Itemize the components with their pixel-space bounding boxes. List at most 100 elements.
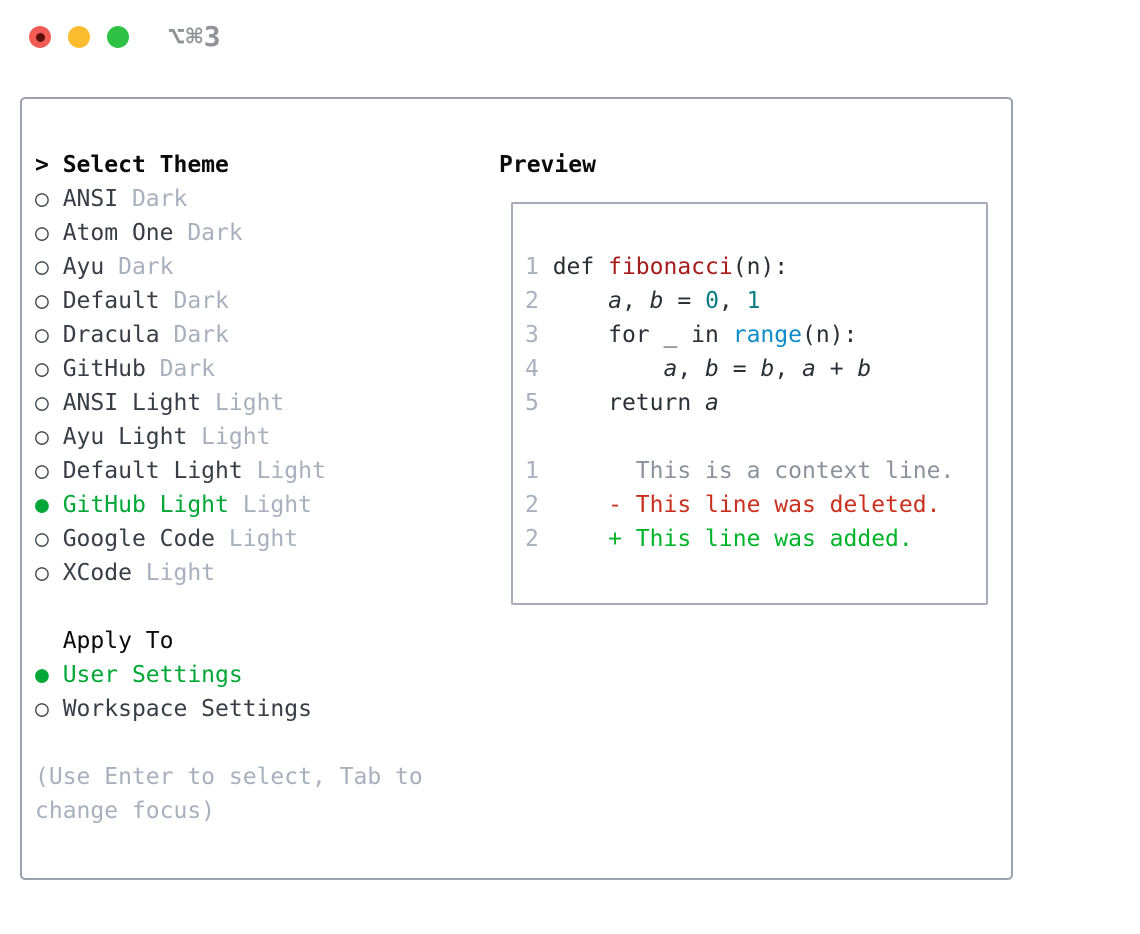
titlebar: ⌥⌘3 bbox=[29, 23, 222, 51]
radio-selected-icon: ● bbox=[35, 662, 63, 688]
code-line: 2 a, b = 0, 1 bbox=[525, 284, 986, 318]
theme-option-ansi-light[interactable]: ○ ANSI Light Light bbox=[35, 386, 423, 420]
theme-option-atom-one[interactable]: ○ Atom One Dark bbox=[35, 216, 423, 250]
code-line: 4 a, b = b, a + b bbox=[525, 352, 986, 386]
line-number: 4 bbox=[525, 356, 553, 382]
close-button[interactable] bbox=[29, 26, 51, 48]
prompt-icon: > bbox=[35, 152, 63, 178]
apply-option-workspace-settings[interactable]: ○ Workspace Settings bbox=[35, 692, 423, 726]
radio-unselected-icon: ○ bbox=[35, 220, 63, 246]
code-segment: , bbox=[718, 288, 747, 314]
theme-variant-tag: Dark bbox=[145, 356, 216, 382]
theme-variant-tag: Light bbox=[201, 390, 285, 416]
theme-option-dracula[interactable]: ○ Dracula Dark bbox=[35, 318, 423, 352]
theme-label: ANSI bbox=[62, 186, 119, 212]
theme-label: Dracula bbox=[62, 322, 160, 348]
apply-option-label: Workspace Settings bbox=[62, 696, 312, 722]
preview-heading: Preview bbox=[499, 152, 596, 178]
theme-variant-tag: Dark bbox=[159, 322, 229, 348]
hint-line-2: change focus) bbox=[35, 798, 216, 824]
code-segment: , bbox=[621, 288, 650, 314]
radio-unselected-icon: ○ bbox=[35, 696, 63, 722]
code-segment: = bbox=[718, 356, 761, 382]
apply-to-heading: Apply To bbox=[62, 628, 174, 654]
line-number: 2 bbox=[525, 492, 553, 518]
radio-unselected-icon: ○ bbox=[35, 526, 63, 552]
radio-unselected-icon: ○ bbox=[35, 458, 63, 484]
spacer bbox=[35, 726, 423, 760]
radio-unselected-icon: ○ bbox=[35, 560, 63, 586]
theme-label: XCode bbox=[62, 560, 132, 586]
theme-option-ayu-light[interactable]: ○ Ayu Light Light bbox=[35, 420, 423, 454]
theme-option-default[interactable]: ○ Default Dark bbox=[35, 284, 423, 318]
theme-variant-tag: Light bbox=[242, 458, 326, 484]
theme-option-github[interactable]: ○ GitHub Dark bbox=[35, 352, 423, 386]
theme-label: GitHub Light bbox=[62, 492, 229, 518]
code-segment: = bbox=[663, 288, 706, 314]
theme-variant-tag: Light bbox=[215, 526, 299, 552]
line-number: 3 bbox=[525, 322, 553, 348]
theme-option-google-code[interactable]: ○ Google Code Light bbox=[35, 522, 423, 556]
code-segment: a bbox=[663, 356, 678, 382]
theme-label: Google Code bbox=[62, 526, 216, 552]
theme-option-default-light[interactable]: ○ Default Light Light bbox=[35, 454, 423, 488]
code-segment: 1 bbox=[746, 288, 761, 314]
code-segment: a bbox=[608, 288, 622, 314]
theme-option-github-light[interactable]: ● GitHub Light Light bbox=[35, 488, 423, 522]
select-theme-heading-row: > Select Theme bbox=[35, 148, 423, 182]
theme-picker-panel: > Select Theme ○ ANSI Dark○ Atom One Dar… bbox=[20, 97, 1013, 880]
theme-option-ayu[interactable]: ○ Ayu Dark bbox=[35, 250, 423, 284]
radio-unselected-icon: ○ bbox=[35, 322, 63, 348]
spacer bbox=[35, 590, 423, 624]
code-segment: (n): bbox=[732, 254, 789, 280]
code-segment: b bbox=[857, 356, 872, 382]
theme-label: Default Light bbox=[62, 458, 243, 484]
radio-unselected-icon: ○ bbox=[35, 390, 63, 416]
theme-variant-tag: Light bbox=[187, 424, 271, 450]
code-segment: b bbox=[705, 356, 719, 382]
theme-label: Ayu Light bbox=[62, 424, 188, 450]
apply-option-label: User Settings bbox=[62, 662, 243, 688]
code-segment: a bbox=[802, 356, 816, 382]
hint-line-1: (Use Enter to select, Tab to bbox=[35, 764, 423, 790]
radio-unselected-icon: ○ bbox=[35, 288, 63, 314]
theme-option-xcode[interactable]: ○ XCode Light bbox=[35, 556, 423, 590]
select-theme-heading: Select Theme bbox=[62, 152, 229, 178]
theme-variant-tag: Dark bbox=[159, 288, 229, 314]
theme-list: ○ ANSI Dark○ Atom One Dark○ Ayu Dark○ De… bbox=[35, 182, 423, 590]
line-number: 1 bbox=[525, 254, 553, 280]
minimize-button[interactable] bbox=[68, 26, 90, 48]
code-segment bbox=[553, 356, 664, 382]
radio-unselected-icon: ○ bbox=[35, 254, 63, 280]
code-segment: + bbox=[815, 356, 858, 382]
code-segment: a bbox=[705, 390, 719, 416]
zoom-button[interactable] bbox=[107, 26, 129, 48]
code-segment: for _ in bbox=[552, 322, 733, 348]
code-segment: return bbox=[552, 390, 706, 416]
code-segment: b bbox=[760, 356, 775, 382]
radio-unselected-icon: ○ bbox=[35, 186, 63, 212]
code-line: 2 - This line was deleted. bbox=[525, 488, 986, 522]
unsaved-dot-icon bbox=[35, 32, 45, 42]
apply-option-user-settings[interactable]: ● User Settings bbox=[35, 658, 423, 692]
theme-option-ansi[interactable]: ○ ANSI Dark bbox=[35, 182, 423, 216]
code-line: 5 return a bbox=[525, 386, 986, 420]
code-segment: range bbox=[732, 322, 802, 348]
code-line: 2 + This line was added. bbox=[525, 522, 986, 556]
radio-unselected-icon: ○ bbox=[35, 356, 63, 382]
code-segment: def bbox=[552, 254, 609, 280]
theme-variant-tag: Light bbox=[228, 492, 312, 518]
theme-variant-tag: Dark bbox=[104, 254, 174, 280]
code-segment: fibonacci bbox=[608, 254, 733, 280]
theme-label: GitHub bbox=[62, 356, 146, 382]
code-segment: (n): bbox=[801, 322, 858, 348]
code-segment: 0 bbox=[705, 288, 719, 314]
theme-label: Ayu bbox=[62, 254, 105, 280]
radio-unselected-icon: ○ bbox=[35, 424, 63, 450]
line-number: 5 bbox=[525, 390, 553, 416]
radio-selected-icon: ● bbox=[35, 492, 63, 518]
code-segment: b bbox=[649, 288, 664, 314]
